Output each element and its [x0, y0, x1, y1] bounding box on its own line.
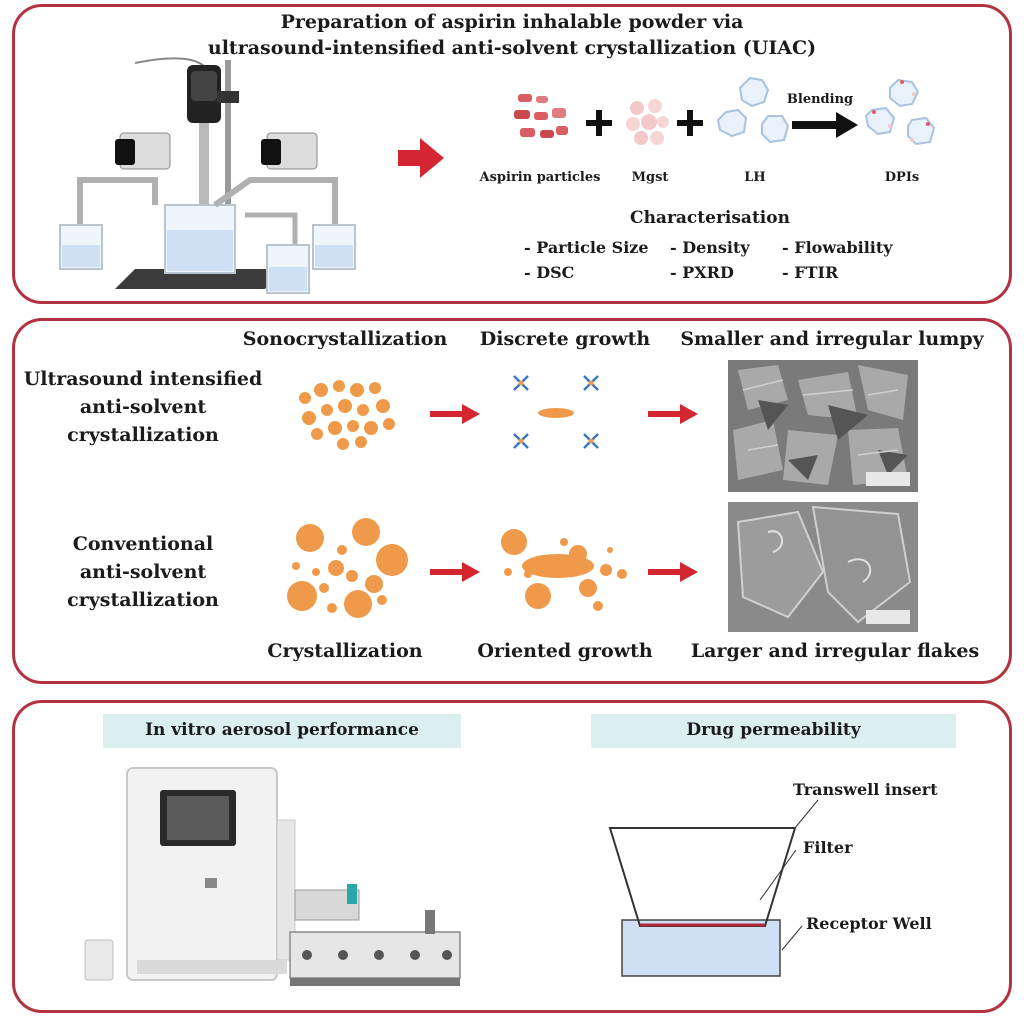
receptor-well-label: Receptor Well [806, 914, 932, 933]
char-item-dsc: - DSC [524, 263, 575, 282]
process-arrow-icon [398, 138, 444, 178]
red-arrow-icon [648, 562, 698, 582]
sem-image-lumpy [728, 360, 918, 492]
characterisation-title: Characterisation [630, 208, 790, 228]
foot-crystallization: Crystallization [267, 640, 423, 662]
col-head-discrete-growth: Discrete growth [479, 328, 651, 350]
dpi-label: DPIs [884, 170, 920, 185]
aspirin-label: Aspirin particles [479, 170, 601, 185]
small-particles-cluster-icon [299, 380, 395, 450]
col-head-smaller-irregular: Smaller and irregular lumpy [680, 328, 984, 350]
char-item-ftir: - FTIR [782, 263, 839, 282]
row1-label-line1: Ultrasound intensified [23, 368, 263, 390]
plus-icon [586, 110, 612, 136]
row2-label-line1: Conventional [72, 533, 214, 555]
lactose-carrier-icon [716, 76, 790, 144]
foot-oriented-growth: Oriented growth [477, 640, 653, 662]
mgst-particles-icon [626, 99, 669, 145]
aerosol-band [103, 714, 461, 748]
aspirin-particles-icon [514, 94, 568, 138]
dpi-particles-icon [864, 78, 936, 146]
panel1-title-line1: Preparation of aspirin inhalable powder … [280, 11, 744, 33]
transwell-diagram [608, 799, 819, 977]
permeability-band-title: Drug permeability [686, 720, 861, 740]
char-item-density: - Density [670, 238, 750, 257]
sem-image-flakes [728, 502, 918, 632]
mgst-label: Mgst [631, 170, 669, 185]
char-item-flowability: - Flowability [782, 238, 893, 257]
row2-label-line2: anti-solvent [79, 561, 207, 583]
col-head-sonocrystallization: Sonocrystallization [242, 328, 448, 350]
ultrasound-apparatus-illustration [59, 57, 356, 294]
large-particles-cluster-icon [287, 518, 408, 618]
red-arrow-icon [430, 562, 480, 582]
row1-label-line2: anti-solvent [79, 396, 207, 418]
blending-label: Blending [786, 92, 854, 107]
transwell-insert-label: Transwell insert [793, 780, 938, 799]
plus-icon [677, 110, 703, 136]
blending-arrow-icon [792, 112, 858, 138]
oriented-growth-icon [501, 529, 627, 611]
row2-label-line3: crystallization [67, 589, 219, 611]
red-arrow-icon [648, 404, 698, 424]
char-item-pxrd: - PXRD [670, 263, 734, 282]
row1-label-line3: crystallization [67, 424, 219, 446]
aerosol-band-title: In vitro aerosol performance [145, 720, 419, 740]
lh-label: LH [744, 170, 766, 185]
panel1-title-line2: ultrasound-intensified anti-solvent crys… [207, 37, 817, 59]
red-arrow-icon [430, 404, 480, 424]
char-item-particle-size: - Particle Size [524, 238, 649, 257]
cascade-impactor-illustration [84, 767, 461, 986]
permeability-band [591, 714, 956, 748]
filter-label: Filter [803, 838, 853, 857]
discrete-growth-icon [513, 375, 599, 449]
foot-larger-irregular: Larger and irregular flakes [690, 640, 980, 662]
